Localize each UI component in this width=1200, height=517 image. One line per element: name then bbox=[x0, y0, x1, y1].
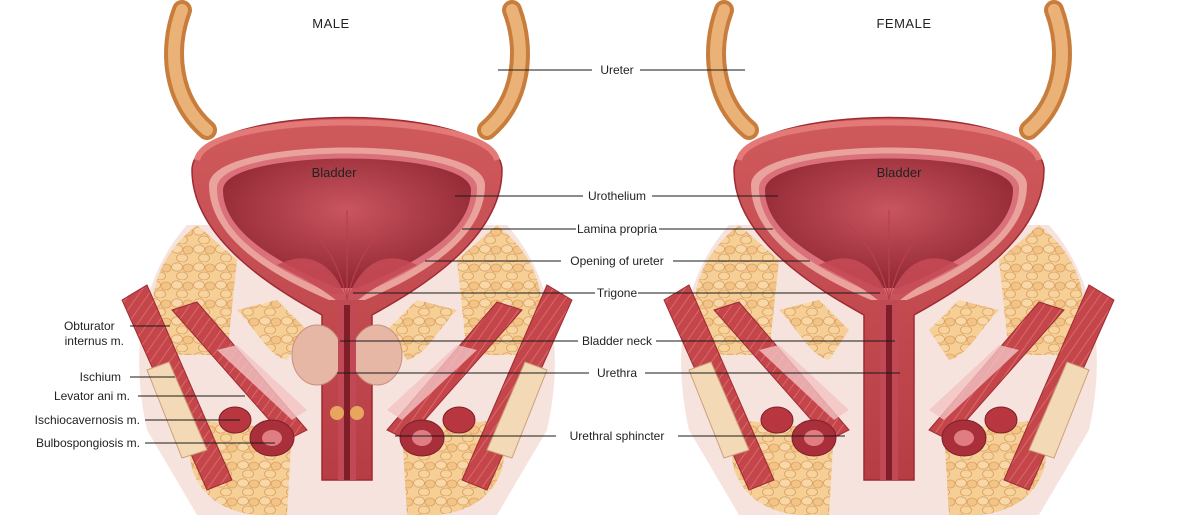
label-ischium: Ischium bbox=[80, 370, 121, 384]
label-levator-ani: Levator ani m. bbox=[54, 389, 130, 403]
female-bladder-label: Bladder bbox=[877, 165, 922, 180]
female-diagram bbox=[664, 10, 1114, 515]
label-ureter: Ureter bbox=[600, 63, 633, 77]
leader-lines bbox=[130, 69, 900, 444]
prostate bbox=[291, 324, 343, 386]
label-urothelium: Urothelium bbox=[588, 189, 646, 203]
label-opening-of-ureter: Opening of ureter bbox=[570, 254, 663, 268]
label-lamina-propria: Lamina propria bbox=[577, 222, 657, 236]
label-bladder-neck: Bladder neck bbox=[582, 334, 653, 348]
label-trigone: Trigone bbox=[597, 286, 638, 300]
label-urethra: Urethra bbox=[597, 366, 637, 380]
male-bladder-label: Bladder bbox=[312, 165, 357, 180]
label-urethral-sphincter: Urethral sphincter bbox=[570, 429, 665, 443]
label-ischiocavernosis: Ischiocavernosis m. bbox=[35, 413, 140, 427]
male-diagram bbox=[122, 10, 572, 515]
male-title: MALE bbox=[312, 16, 349, 31]
label-obturator-internus: Obturator internus m. bbox=[64, 319, 124, 348]
label-bulbospongiosis: Bulbospongiosis m. bbox=[36, 436, 140, 450]
female-title: FEMALE bbox=[876, 16, 931, 31]
